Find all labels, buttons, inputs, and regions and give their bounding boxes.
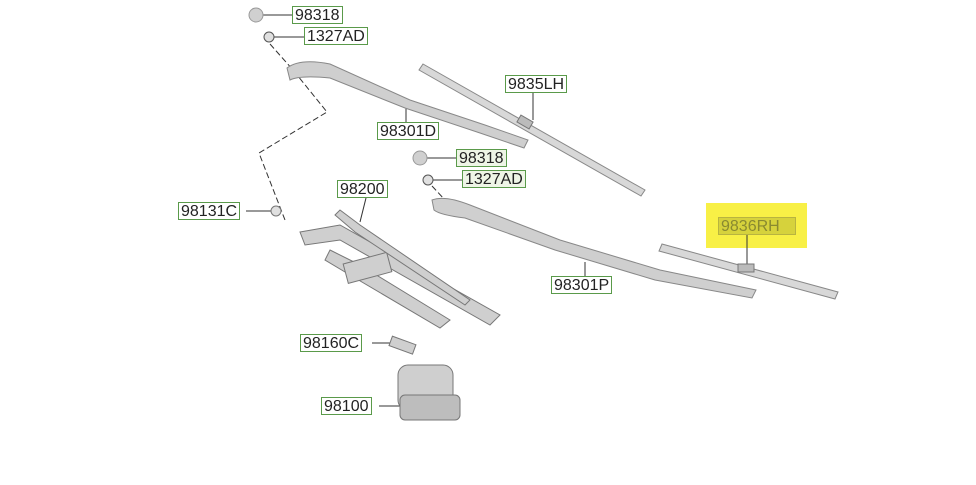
part-label-98200[interactable]: 98200	[337, 180, 388, 198]
part-label-98131C[interactable]: 98131C	[178, 202, 241, 220]
part-label-1327AD-rh[interactable]: 1327AD	[462, 170, 526, 188]
part-label-98301P[interactable]: 98301P	[551, 276, 613, 294]
part-label-98318-rh[interactable]: 98318	[456, 149, 507, 167]
part-label-1327AD[interactable]: 1327AD	[304, 27, 368, 45]
part-label-9835LH[interactable]: 9835LH	[505, 75, 568, 93]
cap-icon	[248, 7, 264, 23]
part-label-98318[interactable]: 98318	[292, 6, 343, 24]
part-label-9836RH-selected[interactable]: 9836RH	[718, 217, 796, 235]
part-label-98100[interactable]: 98100	[321, 397, 372, 415]
part-label-98301D[interactable]: 98301D	[377, 122, 440, 140]
nut-icon	[263, 31, 275, 43]
part-label-98160C[interactable]: 98160C	[300, 334, 363, 352]
